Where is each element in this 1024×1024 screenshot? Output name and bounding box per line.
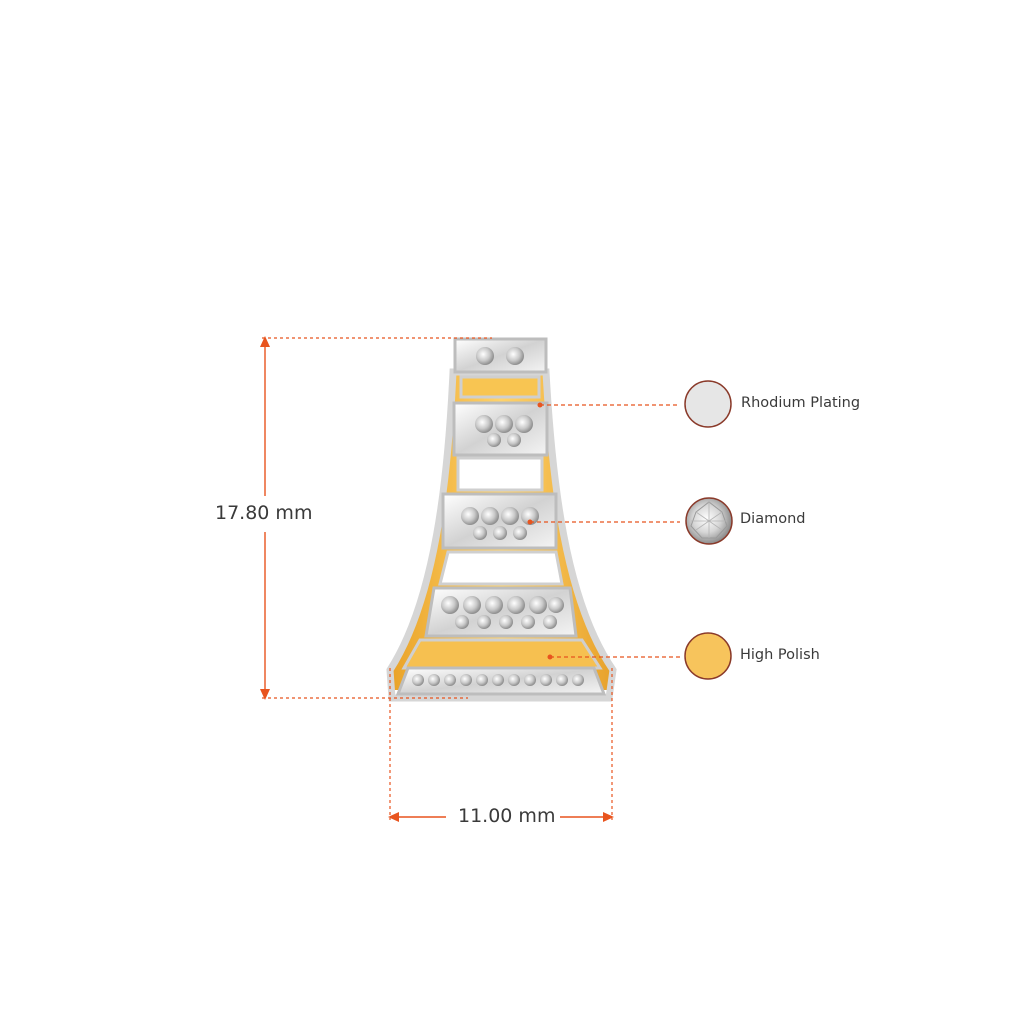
legend-callouts xyxy=(530,404,680,658)
tier-1 xyxy=(453,337,548,374)
callout-high-polish-dot xyxy=(547,654,553,660)
width-arrow-left-icon xyxy=(388,812,399,822)
gold-swatch-icon xyxy=(684,632,732,680)
callout-rhodium-dot xyxy=(537,402,543,408)
legend-label-high-polish: High Polish xyxy=(740,647,820,663)
callout-diamond-dot xyxy=(527,519,533,525)
width-label: 11.00 mm xyxy=(458,805,556,827)
height-arrow-up-icon xyxy=(260,336,270,347)
rhodium-swatch-icon xyxy=(684,380,732,428)
legend-label-diamond: Diamond xyxy=(740,511,806,527)
silver-frame xyxy=(386,368,617,702)
height-dimension xyxy=(260,336,492,700)
height-label: 17.80 mm xyxy=(215,502,313,524)
legend-label-rhodium: Rhodium Plating xyxy=(741,395,861,411)
width-dimension xyxy=(388,668,614,822)
diamond-icon xyxy=(685,497,733,545)
width-arrow-right-icon xyxy=(603,812,614,822)
height-arrow-down-icon xyxy=(260,689,270,700)
pendant xyxy=(386,337,617,702)
